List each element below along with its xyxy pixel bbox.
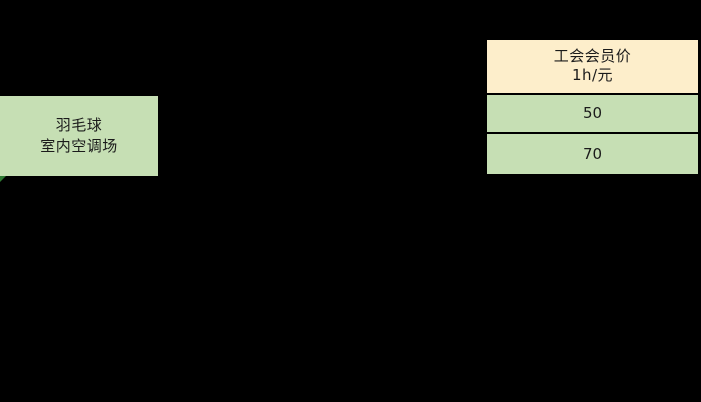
price-header-line-2: 1h/元 bbox=[571, 66, 614, 85]
venue-name-line-2: 室内空调场 bbox=[40, 137, 118, 155]
price-value: 50 bbox=[582, 104, 603, 123]
price-table: 工会会员价 1h/元 50 70 bbox=[487, 40, 698, 174]
price-table-header-cell: 工会会员价 1h/元 bbox=[487, 40, 698, 95]
table-row: 50 bbox=[487, 94, 698, 135]
table-row: 70 bbox=[487, 134, 698, 174]
venue-cell: 羽毛球 室内空调场 bbox=[0, 96, 158, 176]
price-value: 70 bbox=[582, 145, 603, 164]
corner-marker-icon bbox=[0, 176, 6, 182]
venue-name-line-1: 羽毛球 bbox=[55, 116, 103, 135]
price-header-line-1: 工会会员价 bbox=[553, 46, 632, 65]
